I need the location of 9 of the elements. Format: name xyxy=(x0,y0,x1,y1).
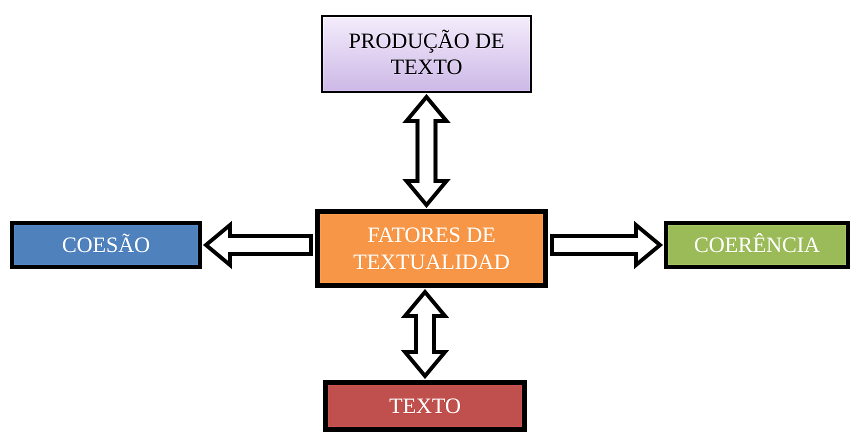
concept-box: FATORES DE TEXTUALIDAD xyxy=(315,209,548,288)
block-arrow xyxy=(550,220,664,270)
concept-box: COESÃO xyxy=(10,221,202,269)
block-arrow xyxy=(400,288,450,380)
block-arrow xyxy=(402,94,451,208)
concept-box: PRODUÇÃO DE TEXTO xyxy=(321,15,532,93)
block-arrow xyxy=(202,220,313,270)
concept-box: COERÊNCIA xyxy=(664,221,850,269)
concept-box: TEXTO xyxy=(323,380,527,432)
